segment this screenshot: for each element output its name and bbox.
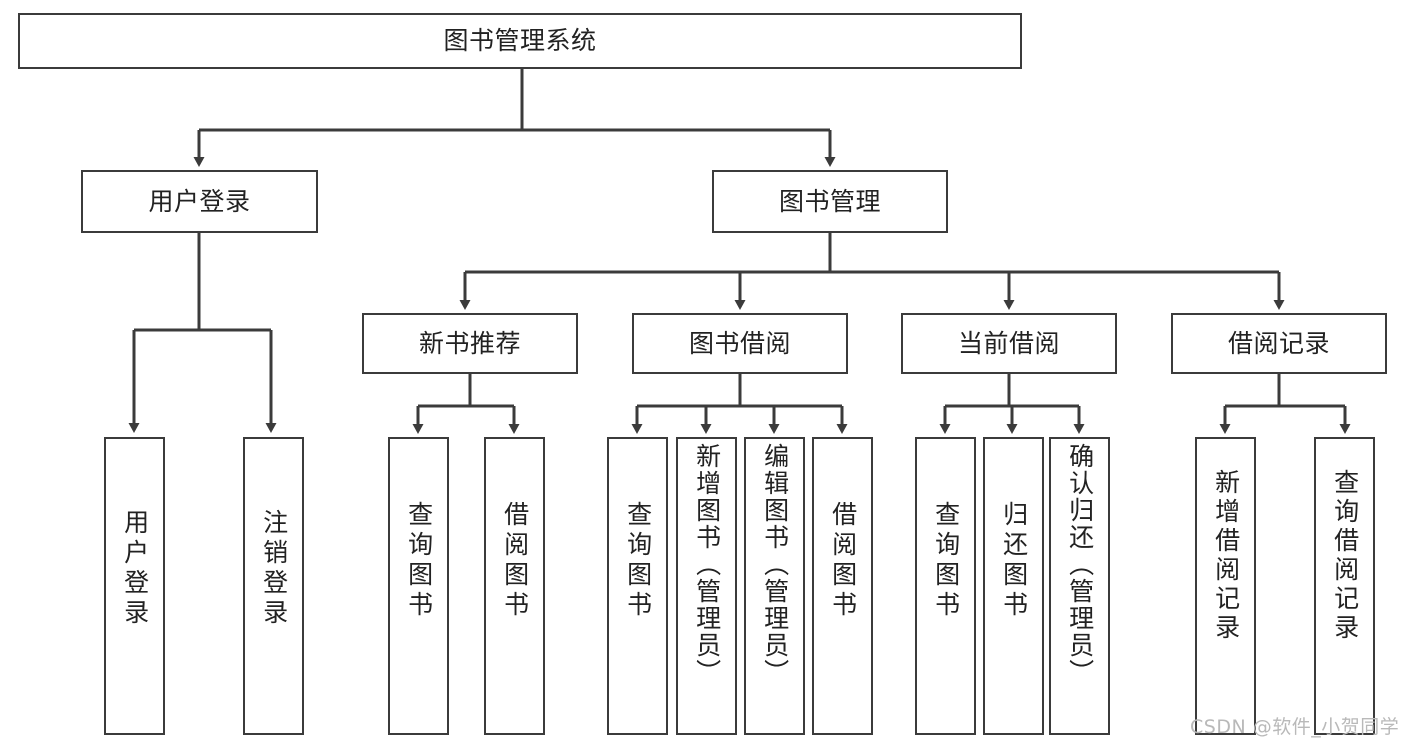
leaf-user-login-login[interactable]: 用户登录 (104, 437, 165, 735)
node-label: 查询借阅记录 (1330, 469, 1360, 643)
node-label: 新书推荐 (418, 328, 521, 358)
leaf-current-borrow-return-book[interactable]: 归还图书 (983, 437, 1044, 735)
node-new-book-recommendation[interactable]: 新书推荐 (362, 313, 578, 374)
node-label: 用户登录 (120, 509, 150, 629)
node-current-borrowing[interactable]: 当前借阅 (901, 313, 1117, 374)
node-label: 借阅图书 (828, 501, 858, 621)
node-label: 当前借阅 (957, 328, 1060, 358)
node-label: 借阅图书 (500, 501, 530, 621)
leaf-new-book-query-book[interactable]: 查询图书 (388, 437, 449, 735)
node-user-login[interactable]: 用户登录 (81, 170, 318, 233)
node-book-management[interactable]: 图书管理 (712, 170, 948, 233)
node-label: 查询图书 (931, 501, 961, 621)
node-label: 查询图书 (404, 501, 434, 621)
leaf-book-borrow-add-book-admin[interactable]: 新增图书（管理员） (676, 437, 737, 735)
leaf-borrow-record-add-record[interactable]: 新增借阅记录 (1195, 437, 1256, 735)
leaf-current-borrow-query-book[interactable]: 查询图书 (915, 437, 976, 735)
node-label: 注销登录 (259, 509, 289, 629)
node-borrow-records[interactable]: 借阅记录 (1171, 313, 1387, 374)
leaf-user-login-logout[interactable]: 注销登录 (243, 437, 304, 735)
node-label: 归还图书 (999, 501, 1029, 621)
node-book-borrowing[interactable]: 图书借阅 (632, 313, 848, 374)
csdn-watermark: CSDN @软件_小贺同学 (1190, 716, 1400, 738)
leaf-borrow-record-query-record[interactable]: 查询借阅记录 (1314, 437, 1375, 735)
node-label: 图书管理系统 (443, 26, 597, 56)
node-root-library-management-system[interactable]: 图书管理系统 (18, 13, 1022, 69)
node-label: 图书管理 (778, 186, 881, 216)
leaf-current-borrow-confirm-return-admin[interactable]: 确认归还（管理员） (1049, 437, 1110, 735)
node-label: 用户登录 (148, 186, 251, 216)
node-label: 确认归还（管理员） (1065, 443, 1095, 686)
node-label: 借阅记录 (1227, 328, 1330, 358)
node-label: 编辑图书（管理员） (760, 443, 790, 686)
leaf-book-borrow-borrow-book[interactable]: 借阅图书 (812, 437, 873, 735)
leaf-new-book-borrow-book[interactable]: 借阅图书 (484, 437, 545, 735)
node-label: 新增图书（管理员） (692, 443, 722, 686)
node-label: 查询图书 (623, 501, 653, 621)
leaf-book-borrow-query-book[interactable]: 查询图书 (607, 437, 668, 735)
node-label: 新增借阅记录 (1211, 469, 1241, 643)
node-label: 图书借阅 (688, 328, 791, 358)
leaf-book-borrow-edit-book-admin[interactable]: 编辑图书（管理员） (744, 437, 805, 735)
